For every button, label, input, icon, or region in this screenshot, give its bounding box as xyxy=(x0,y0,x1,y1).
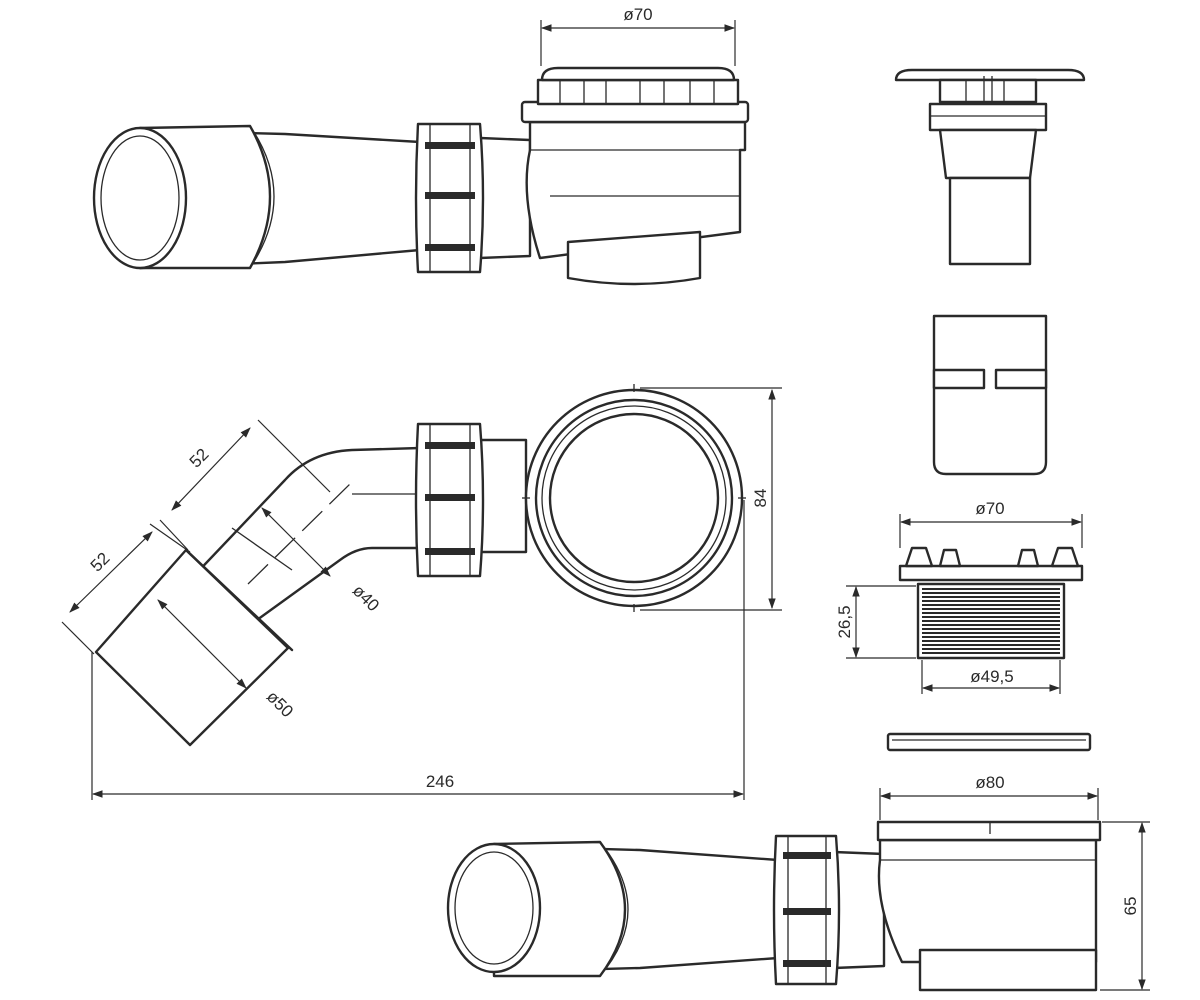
dimension-top-height: 84 xyxy=(640,387,782,611)
dimension-label: ø70 xyxy=(623,5,652,24)
dimension-label: ø40 xyxy=(349,581,383,615)
dimension-label: ø70 xyxy=(975,499,1004,518)
thread-ridge xyxy=(922,596,1060,598)
drain-top-circle xyxy=(524,388,744,608)
dimension-flange-diameter: ø80 xyxy=(879,773,1099,820)
dimension-label: 246 xyxy=(426,772,454,791)
stopper-front-view xyxy=(932,314,1048,476)
union-nut xyxy=(414,122,485,274)
thread-ridge xyxy=(922,600,1060,602)
drain-body-bottom xyxy=(877,838,1098,964)
dimension-label: ø80 xyxy=(975,773,1004,792)
thread-ridge xyxy=(922,640,1060,642)
thread-ridge xyxy=(922,612,1060,614)
union-nut-bottom xyxy=(772,834,841,986)
dimension-label: 52 xyxy=(87,549,114,576)
side-view-top: ø70 xyxy=(92,5,750,286)
flange-top-bottom xyxy=(876,820,1102,842)
thread-ridge xyxy=(922,648,1060,650)
dimension-label: 26,5 xyxy=(835,605,854,638)
dimension-cap-diameter: ø70 xyxy=(540,5,736,66)
dimension-total-length: 246 xyxy=(91,500,745,800)
connector xyxy=(478,136,532,260)
bottom-outlet xyxy=(566,230,702,286)
thread-ridge xyxy=(922,588,1060,590)
cap-disc xyxy=(540,66,736,82)
drain-body xyxy=(525,120,747,260)
dimension-label: 65 xyxy=(1121,897,1140,916)
union-nut-middle xyxy=(414,422,485,578)
thread-ridge xyxy=(922,616,1060,618)
dimension-thread-diameter: ø49,5 xyxy=(921,660,1061,694)
dimension-thread-height: 26,5 xyxy=(835,585,916,659)
thread-ridge xyxy=(922,620,1060,622)
thread-ridge xyxy=(922,636,1060,638)
thread-ridge xyxy=(922,632,1060,634)
stopper-stem xyxy=(948,176,1032,266)
thread-ridge xyxy=(922,644,1060,646)
dimension-label: 52 xyxy=(186,445,213,472)
dimension-label: ø50 xyxy=(263,687,297,721)
dimension-body-height: 65 xyxy=(1100,821,1150,991)
side-view-bottom: ø80 65 xyxy=(446,773,1150,992)
dimension-grate-diameter: ø70 xyxy=(899,499,1083,548)
thread-ridge xyxy=(922,628,1060,630)
dimension-label: 84 xyxy=(751,489,770,508)
pipe-opening xyxy=(92,126,188,270)
top-view-elbow: 84 52 52 ø40 ø50 2 xyxy=(61,384,782,800)
thread-ridge xyxy=(922,608,1060,610)
stopper-side-view xyxy=(894,68,1086,266)
thread-ridge xyxy=(922,604,1060,606)
thread-ridge xyxy=(922,592,1060,594)
dimension-label: ø49,5 xyxy=(970,667,1013,686)
stopper-cap xyxy=(894,68,1086,82)
thread-ridge xyxy=(922,652,1060,654)
grate-plate xyxy=(886,732,1092,752)
grate-thread-view: ø70 26,5 ø49,5 xyxy=(835,499,1084,694)
thread-ridge xyxy=(922,624,1060,626)
